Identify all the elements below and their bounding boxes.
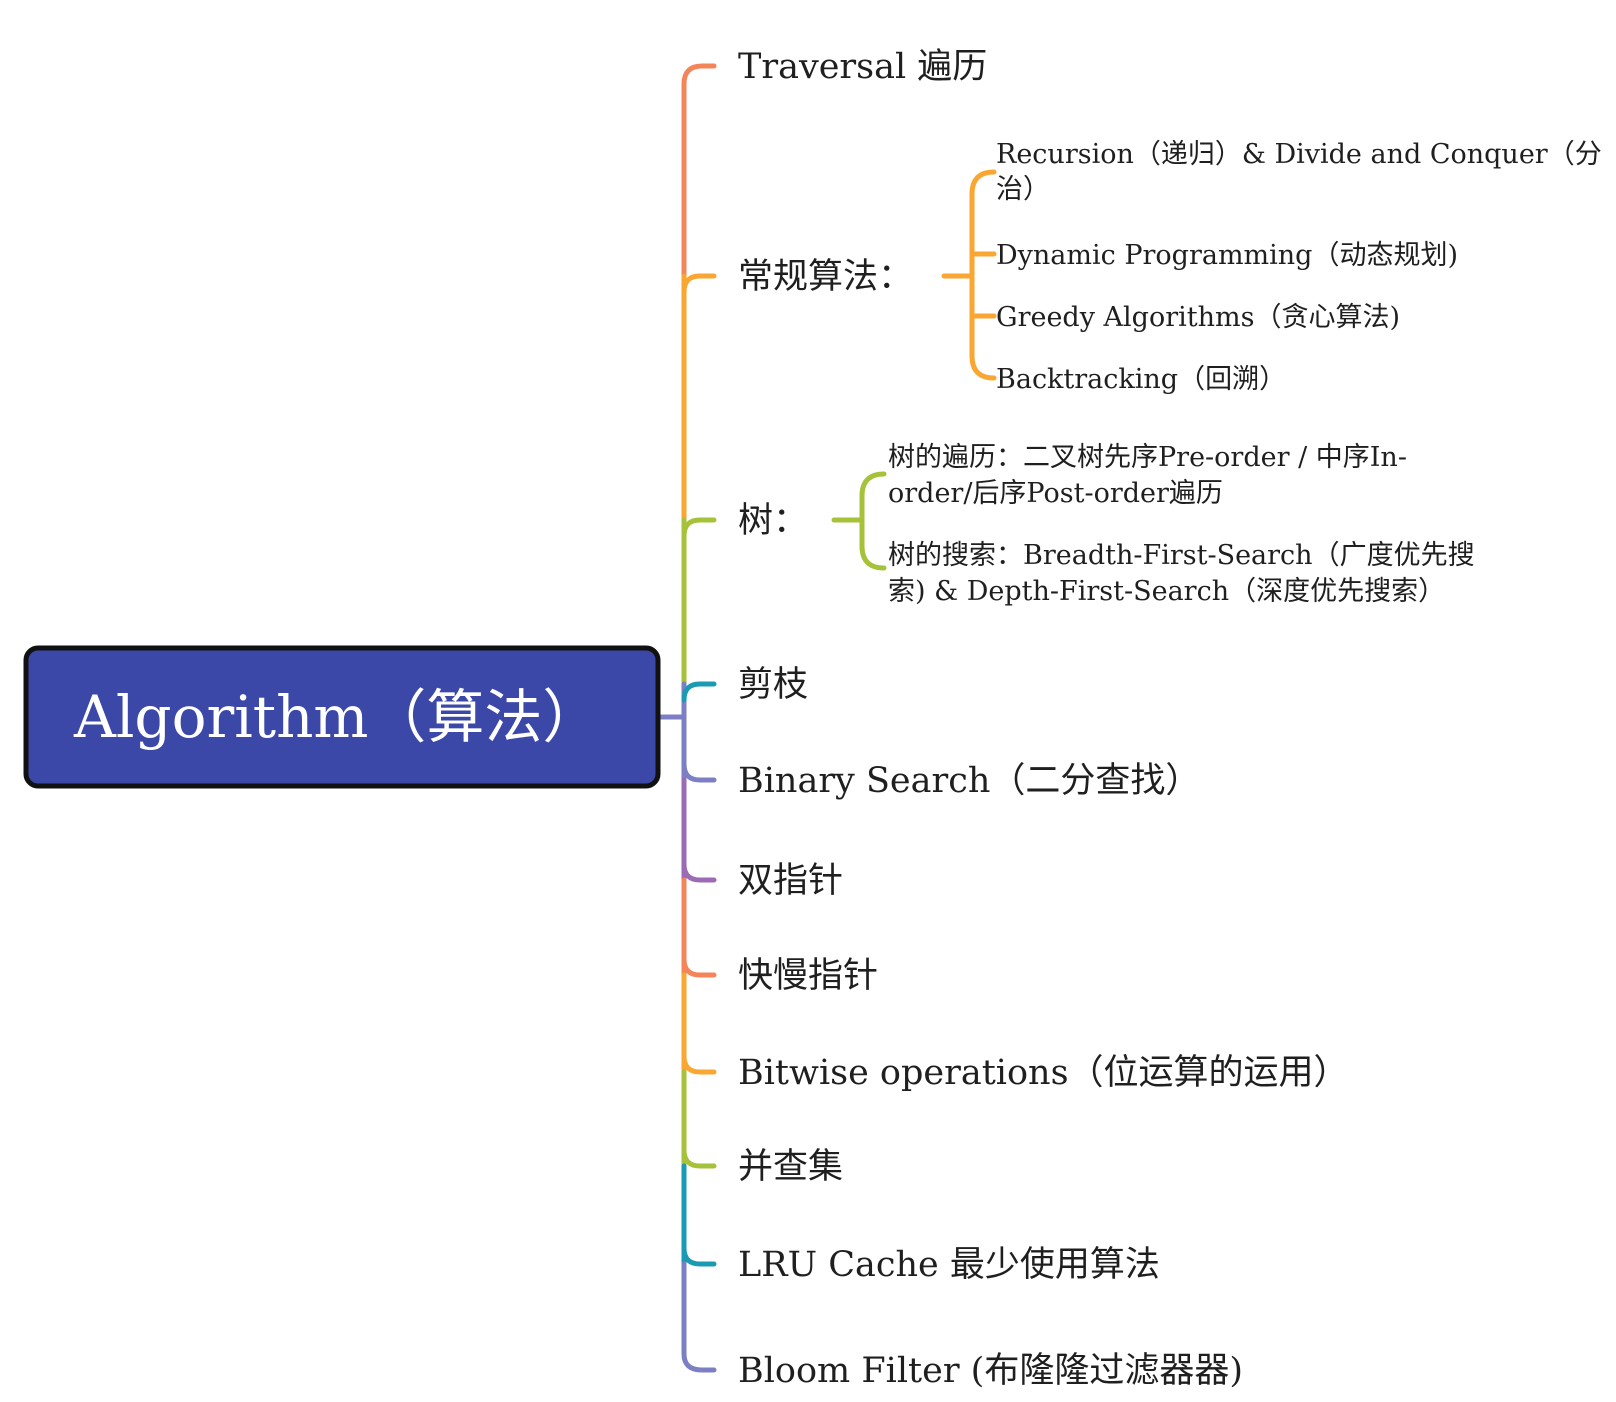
- branch-two-pointers: 双指针: [738, 861, 843, 901]
- spine-segment: [681, 63, 717, 279]
- topic-tree-search-line-2: 索) & Depth-First-Search（深度优先搜索）: [888, 576, 1445, 607]
- branch-traversal: Traversal 遍历: [738, 47, 987, 87]
- topic-greedy-algorithms: Greedy Algorithms（贪心算法): [996, 302, 1400, 333]
- stub-union-find: [681, 1147, 717, 1169]
- topic-tree-traversal-line-2: order/后序Post-order遍历: [888, 478, 1223, 509]
- branch-pruning: 剪枝: [738, 665, 808, 705]
- tree-topics: 树的遍历：二叉树先序Pre-order / 中序In- order/后序Post…: [888, 442, 1475, 607]
- root-node: Algorithm（算法）: [23, 645, 661, 789]
- bracket-spine: [859, 471, 887, 571]
- bracket-spine: [969, 169, 997, 381]
- branch-binary-search: Binary Search（二分查找）: [738, 761, 1200, 801]
- branch-lru-cache: LRU Cache 最少使用算法: [738, 1245, 1160, 1285]
- topic-backtracking: Backtracking（回溯）: [996, 364, 1286, 395]
- topic-tree-traversal-line-1: 树的遍历：二叉树先序Pre-order / 中序In-: [888, 442, 1407, 473]
- stub-lru: [681, 1245, 717, 1267]
- stub-regular: [681, 273, 717, 295]
- bracket-regular-algorithms: [941, 169, 997, 381]
- topic-recursion-line-1: Recursion（递归）& Divide and Conquer（分: [996, 139, 1602, 170]
- spine-segment: [681, 1261, 717, 1373]
- root-box: [23, 645, 661, 789]
- branch-regular-algorithms: 常规算法：: [738, 257, 913, 297]
- branch-tree: 树：: [738, 501, 808, 541]
- branch-labels: Traversal 遍历 常规算法： 树： 剪枝 Binary Search（二…: [738, 47, 1349, 1391]
- root-label: Algorithm（算法）: [73, 683, 600, 751]
- stub-bitwise: [681, 1053, 717, 1075]
- branch-bloom-filter: Bloom Filter (布隆隆过滤器器): [738, 1351, 1243, 1391]
- stub-two-pointers: [681, 861, 717, 883]
- stub-binary-search: [681, 761, 717, 783]
- branch-fast-slow-pointers: 快慢指针: [738, 956, 878, 996]
- stub-fast-slow: [681, 956, 717, 978]
- stub-tree: [681, 517, 717, 539]
- bracket-tree-topics: [831, 471, 887, 571]
- topic-tree-search-line-1: 树的搜索：Breadth-First-Search（广度优先搜: [888, 540, 1475, 571]
- stub-pruning: [681, 681, 717, 703]
- main-spine: [657, 63, 717, 1373]
- branch-union-find: 并查集: [738, 1147, 843, 1187]
- topic-recursion-line-2: 治）: [996, 174, 1050, 205]
- branch-bitwise-operations: Bitwise operations（位运算的运用）: [738, 1053, 1349, 1093]
- topic-dynamic-programming: Dynamic Programming（动态规划): [996, 240, 1458, 271]
- regular-algorithm-topics: Recursion（递归）& Divide and Conquer（分 治） D…: [996, 139, 1602, 395]
- branch-stubs: [681, 273, 717, 1267]
